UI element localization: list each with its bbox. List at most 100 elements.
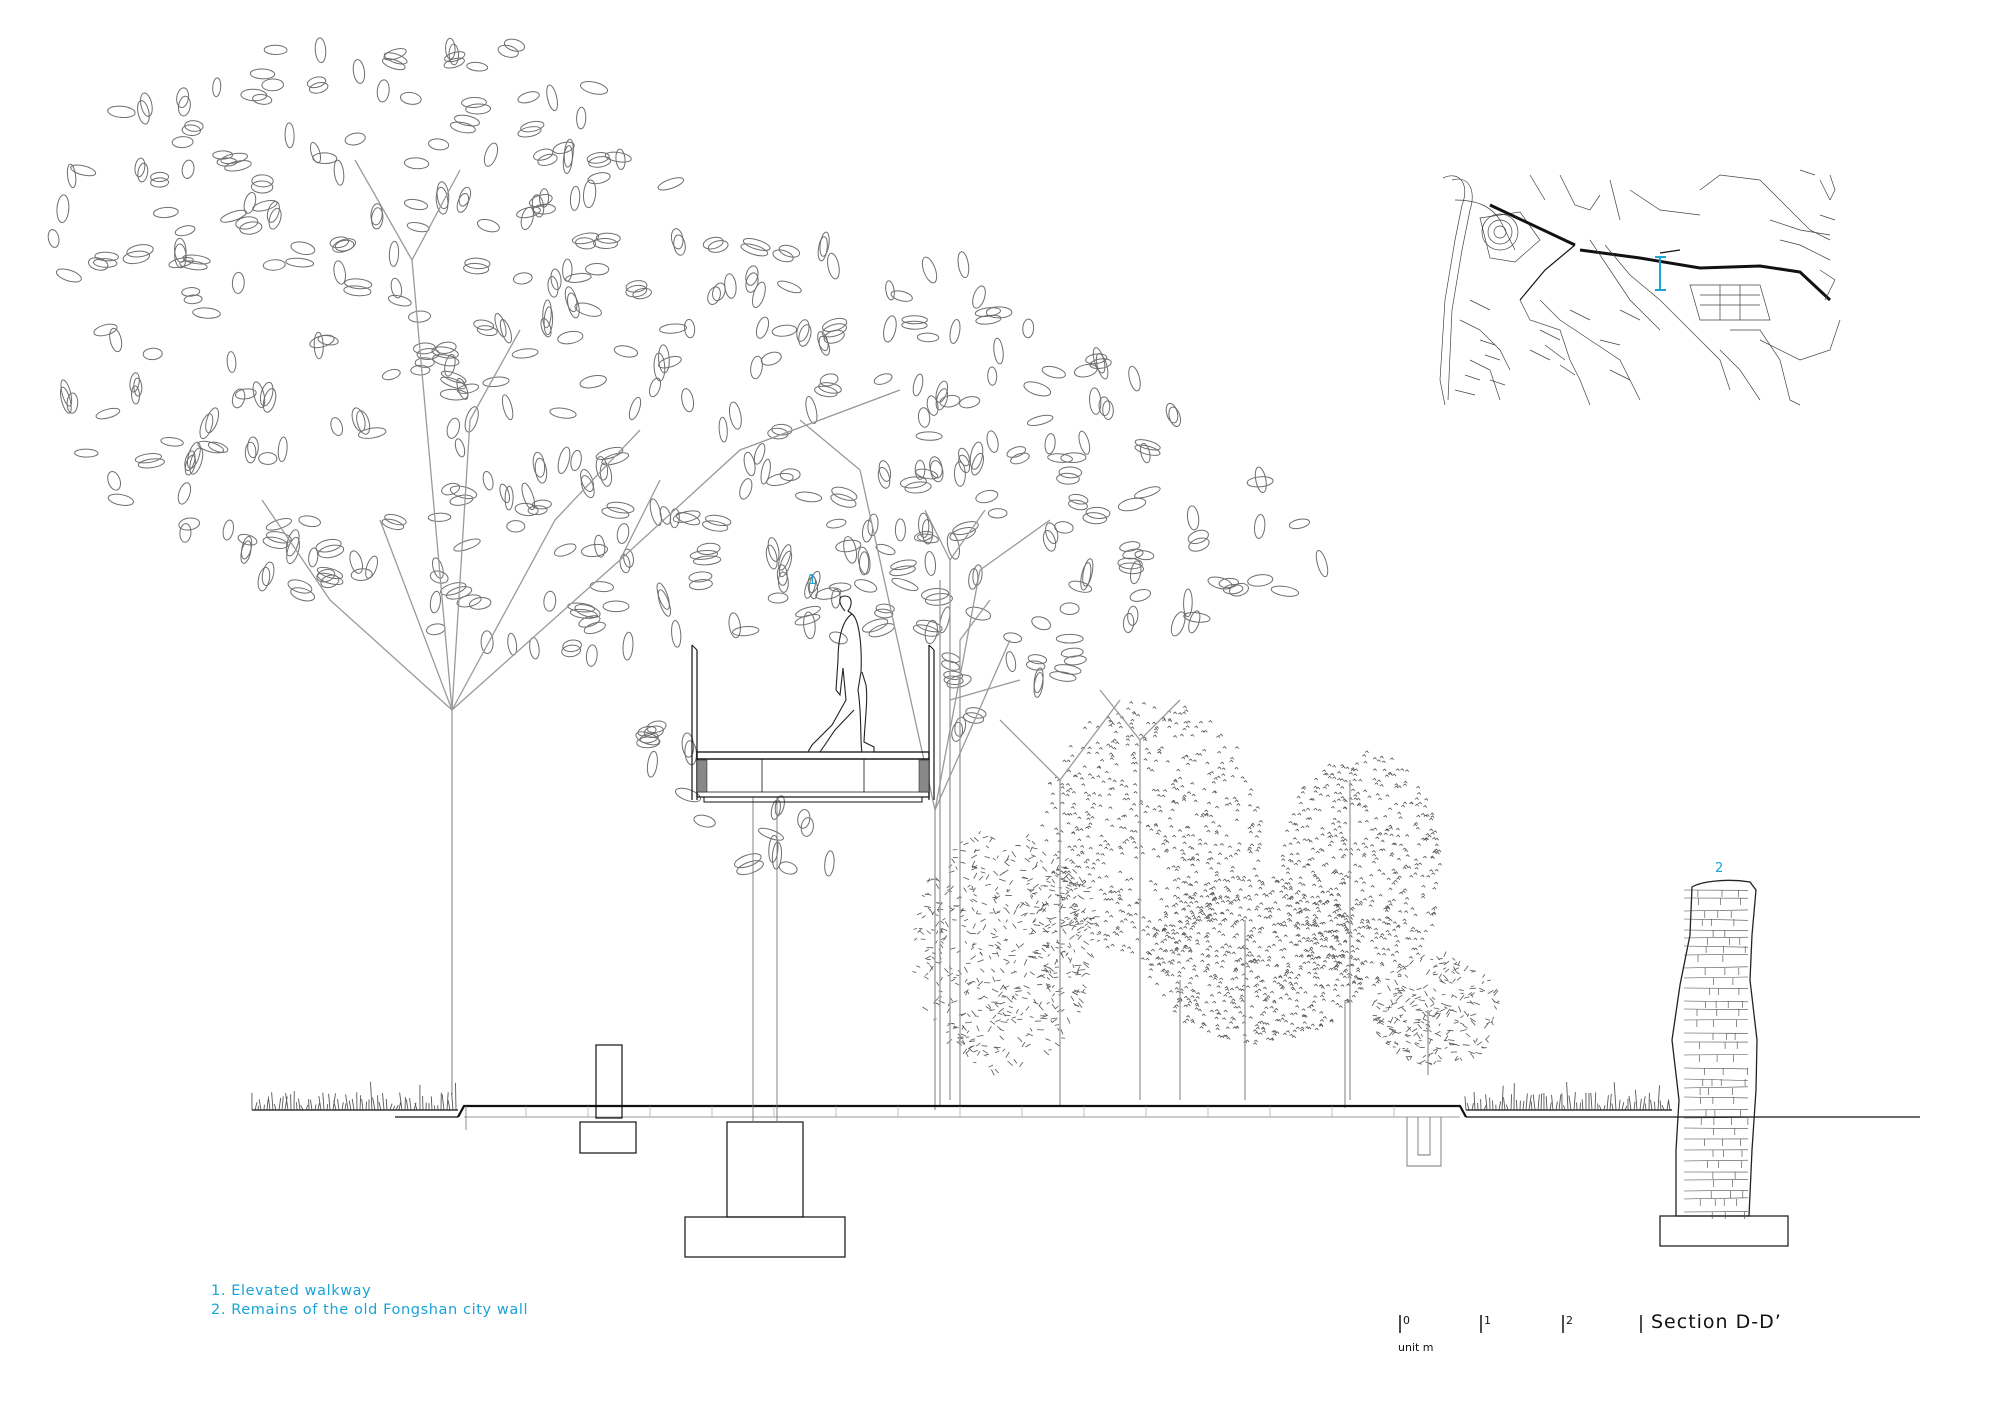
leaf — [975, 489, 999, 504]
leaf — [70, 164, 97, 177]
leaf — [456, 377, 469, 400]
leaf — [943, 670, 964, 680]
leaf — [1082, 558, 1094, 587]
leaf — [913, 530, 934, 542]
leaf — [1085, 506, 1111, 519]
leaf — [95, 407, 121, 420]
leaf — [137, 458, 165, 469]
leaf — [298, 515, 321, 528]
leaf — [692, 555, 722, 566]
leaf — [499, 319, 512, 344]
leaf — [142, 347, 163, 361]
leaf — [122, 250, 150, 265]
leaf — [771, 324, 798, 337]
leaf — [316, 566, 344, 580]
leaf — [240, 88, 268, 102]
leaf — [237, 533, 258, 546]
leaf — [445, 37, 456, 60]
leaf — [1068, 580, 1093, 593]
leaf — [777, 571, 789, 593]
leaf — [527, 505, 548, 516]
leaf — [750, 355, 763, 380]
leaf — [171, 136, 194, 149]
leaf — [290, 241, 316, 256]
leaf — [658, 355, 682, 369]
leaf — [1170, 611, 1186, 637]
leaf — [628, 396, 642, 421]
leaf — [383, 48, 407, 61]
leaf — [689, 549, 719, 560]
leaf — [854, 579, 878, 593]
leaf — [672, 510, 701, 523]
leaf — [528, 193, 553, 208]
leaf — [258, 452, 278, 465]
leaf — [212, 150, 234, 160]
leaf — [511, 348, 539, 359]
tree-canopy-leaves — [47, 37, 1329, 877]
leaf — [657, 177, 685, 191]
leaf — [552, 141, 575, 155]
leaf — [446, 417, 461, 439]
leaf — [1134, 550, 1155, 561]
leaf — [435, 186, 449, 215]
leaf — [440, 582, 467, 596]
leaf — [921, 256, 938, 284]
leaf — [951, 721, 964, 742]
leaf — [874, 608, 894, 619]
leaf — [805, 396, 818, 424]
leaf — [867, 513, 879, 537]
leaf — [643, 725, 664, 739]
leaf — [924, 551, 937, 576]
leaf — [635, 731, 660, 746]
leaf — [251, 174, 274, 188]
leaf — [184, 454, 196, 476]
leaf — [205, 407, 220, 434]
leaf — [774, 795, 785, 816]
leaf — [231, 271, 245, 294]
leaf — [499, 483, 511, 504]
leaf — [1183, 588, 1193, 618]
leaf — [399, 91, 422, 105]
leaf — [313, 331, 324, 360]
leaf — [356, 410, 371, 435]
leaf — [387, 294, 412, 307]
leaf — [693, 814, 716, 828]
leaf — [817, 331, 829, 352]
leaf — [93, 258, 118, 268]
leaf — [1023, 381, 1052, 397]
leaf — [425, 623, 446, 636]
leaf — [766, 473, 794, 486]
leaf — [972, 285, 986, 309]
leaf — [370, 203, 383, 226]
leaf — [531, 499, 552, 510]
leaf — [742, 238, 771, 251]
leaf — [431, 346, 459, 359]
leaf — [570, 449, 582, 472]
leaf — [935, 380, 949, 403]
leaf — [207, 441, 229, 453]
leaf — [1085, 353, 1108, 365]
leaf — [800, 817, 814, 837]
leaf — [1044, 433, 1056, 455]
leaf — [890, 559, 917, 571]
leaf — [520, 206, 534, 231]
elevated-walkway[interactable] — [691, 644, 935, 803]
leaf — [160, 437, 184, 447]
city-wall-remains[interactable] — [1659, 879, 1789, 1247]
leaf — [589, 581, 614, 593]
leaf — [574, 302, 602, 317]
leaf — [562, 145, 573, 174]
leaf — [818, 335, 831, 356]
leaf — [796, 319, 810, 342]
leaf — [107, 471, 121, 491]
leaf — [835, 539, 862, 553]
leaf — [243, 191, 257, 214]
leaf — [88, 257, 109, 271]
leaf — [648, 377, 662, 398]
leaf — [561, 644, 581, 658]
leaf — [831, 588, 841, 609]
walkway-callout-number: 1 — [808, 573, 817, 588]
leaf — [383, 52, 408, 65]
leaf — [553, 543, 577, 557]
